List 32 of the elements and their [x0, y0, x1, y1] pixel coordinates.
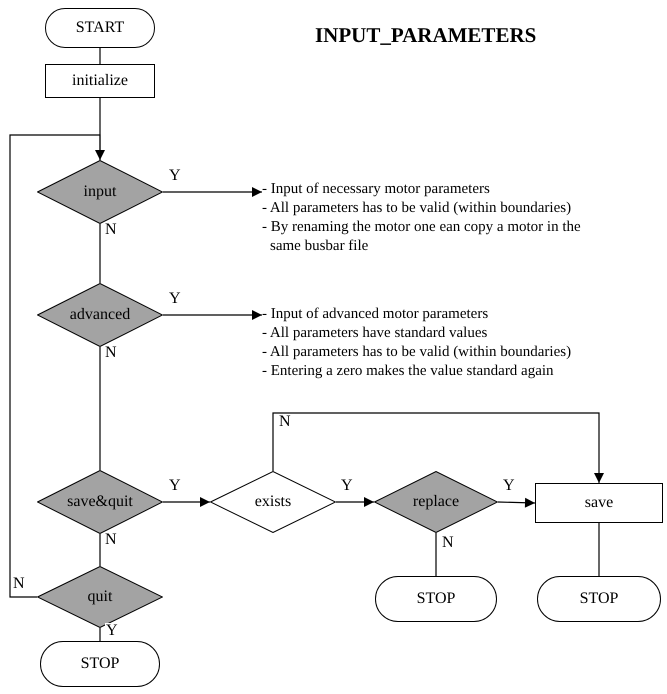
arrow	[272, 412, 604, 483]
connector-line	[99, 224, 101, 283]
decision-diamond: replace	[374, 471, 498, 533]
terminal-box: STOP	[537, 576, 661, 622]
arrow	[163, 187, 262, 197]
decision-diamond: advanced	[37, 283, 163, 347]
arrow	[163, 310, 262, 320]
diagram-title: INPUT_PARAMETERS	[315, 22, 536, 49]
arrow	[163, 497, 210, 507]
decision-diamond: input	[37, 160, 163, 224]
arrow	[498, 498, 536, 508]
terminal-box: STOP	[40, 641, 160, 687]
process-box: save	[535, 483, 663, 523]
bullet-note: - Input of advanced motor parameters	[262, 305, 490, 324]
bullet-note: - All parameters have standard values	[262, 324, 488, 343]
connector-line	[99, 347, 101, 470]
bullet-note: - Input of necessary motor parameters	[262, 180, 491, 199]
connector-line	[99, 628, 101, 641]
connector-line	[435, 533, 437, 576]
connector-line	[99, 534, 101, 566]
bullet-note: - By renaming the motor one ean copy a motor in the same busbar file	[262, 218, 582, 256]
bullet-note: - All parameters has to be valid (within boundaries)	[262, 199, 572, 218]
bullet-note: - All parameters has to be valid (within boundaries)	[262, 343, 572, 362]
arrow	[336, 497, 374, 507]
decision-diamond: exists	[210, 471, 336, 533]
terminal-box: START	[45, 8, 155, 48]
decision-diamond: save&quit	[37, 470, 163, 534]
bullet-note: - Entering a zero makes the value standard again	[262, 362, 555, 381]
process-box: initialize	[45, 64, 155, 98]
connector-line	[598, 523, 600, 576]
terminal-box: STOP	[375, 576, 497, 622]
connector-line	[99, 48, 101, 64]
